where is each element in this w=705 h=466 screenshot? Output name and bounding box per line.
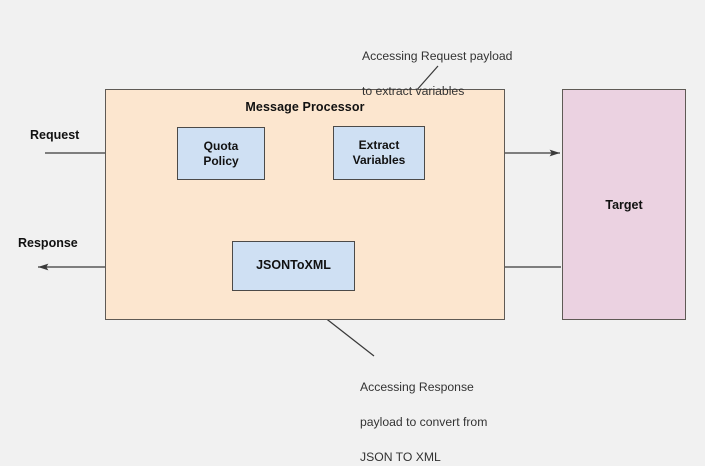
request-flow-label: Request: [30, 128, 80, 142]
annotation-response-line3: JSON TO XML: [360, 449, 441, 464]
target-container: Target: [562, 89, 686, 320]
policy-box-quota-policy[interactable]: Quota Policy: [177, 127, 265, 180]
policy-label-extract-variables: Extract Variables: [352, 138, 406, 167]
diagram-canvas: Message Processor Quota Policy Extract V…: [18, 31, 686, 464]
response-flow-label: Response: [18, 236, 78, 250]
annotation-request-payload: Accessing Request payload to extract var…: [362, 31, 577, 100]
policy-label-jsontoxml: JSONToXML: [256, 258, 331, 273]
message-processor-title: Message Processor: [245, 100, 365, 114]
annotation-response-payload: Accessing Response payload to convert fr…: [360, 362, 560, 466]
policy-box-extract-variables[interactable]: Extract Variables: [333, 126, 425, 180]
annotation-response-line1: Accessing Response: [360, 380, 474, 395]
annotation-request-line1: Accessing Request payload: [362, 49, 513, 64]
annotation-request-line2: to extract variables: [362, 83, 465, 98]
annotation-response-line2: payload to convert from: [360, 414, 488, 429]
policy-box-jsontoxml[interactable]: JSONToXML: [232, 241, 355, 291]
target-label: Target: [605, 197, 643, 212]
policy-label-quota-policy: Quota Policy: [203, 138, 239, 168]
